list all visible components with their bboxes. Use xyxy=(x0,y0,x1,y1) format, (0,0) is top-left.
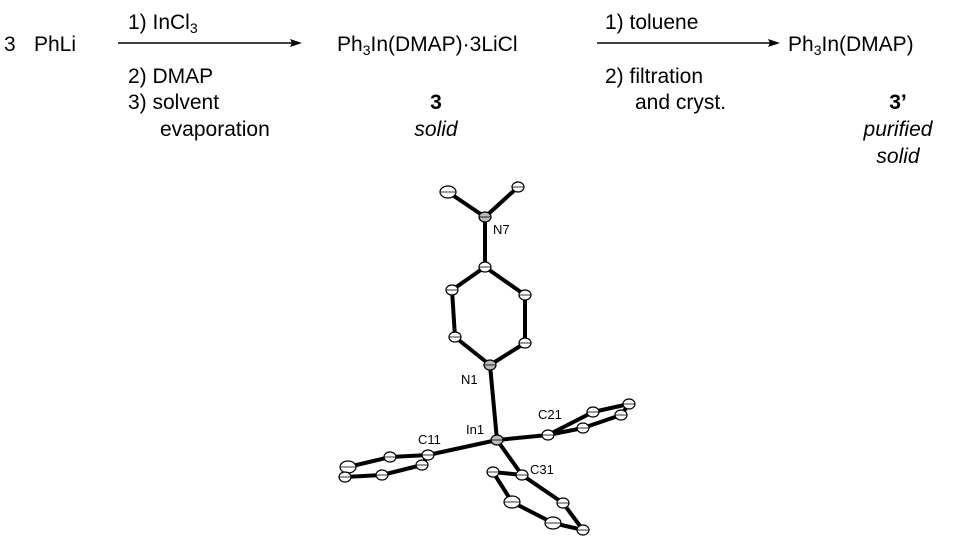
product-state-2: solid xyxy=(876,145,920,168)
bond-c4-c3l xyxy=(450,265,487,292)
atom-label-c31: C31 xyxy=(530,462,554,477)
product-label: 3’ xyxy=(889,91,907,114)
step2-condition-2: 2) filtration xyxy=(605,65,704,88)
step1-condition-4: evaporation xyxy=(160,118,270,141)
bond-c21-c22 xyxy=(546,410,595,437)
atom-labels: N7 N1 C21 In1 C11 C31 xyxy=(418,222,562,477)
atom-label-n1: N1 xyxy=(461,372,478,387)
intermediate-formula: Ph3In(DMAP)·3LiCl xyxy=(337,33,518,58)
intermediate-label: 3 xyxy=(430,91,442,114)
arrow-step1 xyxy=(118,39,302,47)
reagent-name: PhLi xyxy=(34,33,77,56)
bond-c36-c31 xyxy=(520,473,565,505)
step2-condition-3: and cryst. xyxy=(635,91,727,114)
step1-condition-2: 2) DMAP xyxy=(128,65,214,88)
bond-c2l-n1 xyxy=(453,335,492,367)
crystal-structure-bonds xyxy=(343,185,631,532)
atom-label-in1: In1 xyxy=(466,422,484,437)
crystal-structure-atoms xyxy=(338,181,636,536)
atom-label-c21: C21 xyxy=(538,407,562,422)
step2-condition-1: 1) toluene xyxy=(605,11,699,34)
bond-c24-c25 xyxy=(581,413,623,430)
bond-c3l-c2l xyxy=(450,288,457,339)
product-formula: Ph3In(DMAP) xyxy=(788,33,914,58)
bond-in1-c11 xyxy=(426,438,499,457)
reagent-coefficient: 3 xyxy=(4,33,16,56)
bond-c2r-n1 xyxy=(488,341,527,367)
bond-in1-c31 xyxy=(495,438,524,477)
intermediate-state: solid xyxy=(414,118,458,141)
bond-c4-c3r xyxy=(483,265,527,297)
bond-n1-in1 xyxy=(488,363,499,442)
atom-label-n7: N7 xyxy=(493,222,510,237)
step1-condition-1: 1) InCl3 xyxy=(128,11,198,36)
atom-label-c11: C11 xyxy=(418,432,441,447)
bond-in1-c21 xyxy=(495,433,550,442)
bond-me2-n7 xyxy=(483,185,520,219)
product-state-1: purified xyxy=(863,118,933,141)
step1-condition-3: 3) solvent xyxy=(128,91,220,114)
arrow-step2 xyxy=(597,39,780,47)
bond-c15-c16 xyxy=(380,463,424,477)
